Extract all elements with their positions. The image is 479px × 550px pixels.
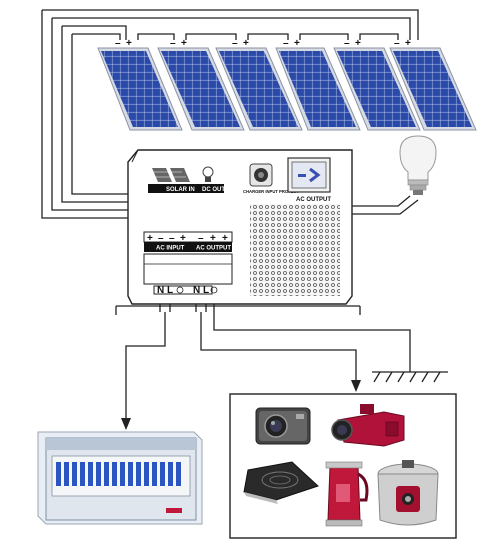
terminal-sign: +: [210, 233, 216, 244]
solar-panel: [389, 47, 477, 131]
panel-positive-terminal: +: [181, 38, 187, 49]
video-camera-icon: [331, 404, 405, 447]
solar-in-label: SOLAR IN: [166, 187, 195, 193]
terminal-sign: +: [180, 233, 186, 244]
ac-input-label: AC INPUT: [156, 246, 185, 252]
digital-camera-icon: [255, 407, 311, 445]
terminal-l-output: L: [203, 285, 209, 296]
panel-negative-terminal: –: [115, 38, 121, 49]
solar-panel: [157, 47, 245, 131]
ac-nl-terminals: N L N L: [153, 285, 218, 296]
terminal-sign: +: [222, 233, 228, 244]
ac-terminal-box: [143, 253, 233, 285]
solar-panel: [215, 47, 303, 131]
solar-panel: [333, 47, 421, 131]
terminal-sign: +: [147, 233, 153, 244]
electric-kettle-icon: [325, 461, 369, 527]
dc-out-label: DC OUT: [202, 187, 225, 193]
panel-positive-terminal: +: [355, 38, 361, 49]
board-badge: [166, 508, 182, 513]
circuit-breakers: [56, 462, 181, 486]
solar-panel: [275, 47, 361, 131]
ac-output-label: AC OUTPUT: [196, 246, 231, 252]
terminal-sign: –: [158, 233, 164, 244]
induction-cooker-icon: [243, 461, 319, 504]
inverter-unit: SOLAR IN DC OUT CHARGER INPUT PROTECT AC…: [115, 149, 361, 315]
panel-positive-terminal: +: [294, 38, 300, 49]
dc-out-bulb-icon: [202, 166, 214, 182]
panel-negative-terminal: –: [283, 38, 289, 49]
terminal-n-input: N: [157, 285, 164, 296]
panel-negative-terminal: –: [344, 38, 350, 49]
charger-protect-label: CHARGER INPUT PROTECT: [243, 189, 300, 194]
terminal-l-input: L: [167, 285, 173, 296]
solar-panel-array: – + – + – + – + – + – +: [97, 38, 477, 131]
terminal-sign: –: [169, 233, 175, 244]
panel-negative-terminal: –: [170, 38, 176, 49]
panel-negative-terminal: –: [232, 38, 238, 49]
ground-icon: [372, 371, 448, 383]
solar-panel: [97, 47, 183, 131]
panel-positive-terminal: +: [126, 38, 132, 49]
solar-in-icon: [152, 168, 190, 182]
panel-negative-terminal: –: [394, 38, 400, 49]
charger-protect-knob[interactable]: [249, 163, 273, 187]
terminal-sign: –: [198, 233, 204, 244]
appliances-box: [229, 393, 457, 539]
light-bulb-icon: [399, 135, 437, 195]
ac-output-display-label: AC OUTPUT: [296, 197, 331, 203]
ventilation-grille: [250, 204, 340, 296]
ac-output-display: [287, 157, 331, 193]
panel-positive-terminal: +: [243, 38, 249, 49]
arrow-to-board-icon: [121, 418, 131, 430]
distribution-board: [37, 431, 203, 525]
pressure-cooker-icon: [377, 460, 439, 526]
arrow-to-appliances-icon: [351, 380, 361, 392]
terminal-n-output: N: [193, 285, 200, 296]
panel-positive-terminal: +: [405, 38, 411, 49]
